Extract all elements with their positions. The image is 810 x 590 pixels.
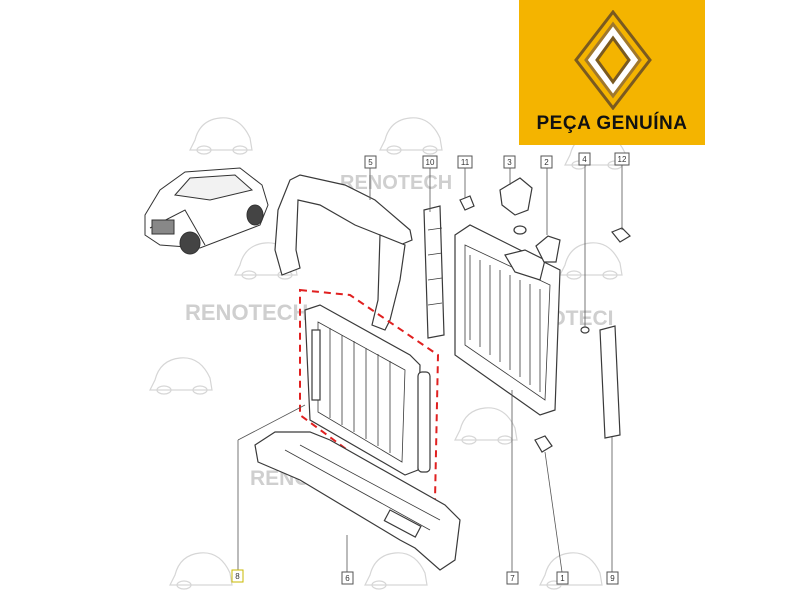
- condenser: [304, 304, 431, 476]
- leader-lines: [237, 165, 623, 573]
- svg-text:2: 2: [544, 158, 549, 167]
- renault-diamond-icon: [574, 10, 652, 110]
- callout-3: 3: [503, 155, 516, 169]
- side-seal-strip: [599, 325, 621, 439]
- callout-11: 11: [457, 155, 473, 169]
- svg-text:4: 4: [582, 155, 587, 164]
- air-deflector-lower: [254, 431, 461, 571]
- watermark-car-icons: [149, 117, 628, 590]
- callout-1: 1: [556, 571, 569, 585]
- svg-text:11: 11: [461, 158, 470, 167]
- air-deflector-upper: [274, 174, 413, 331]
- svg-text:1: 1: [560, 574, 565, 583]
- watermark-text: RENOTECH: [340, 172, 452, 194]
- callout-7: 7: [506, 571, 519, 585]
- callout-9: 9: [606, 571, 619, 585]
- genuine-part-badge: PEÇA GENUÍNA: [519, 0, 705, 145]
- svg-text:5: 5: [368, 158, 373, 167]
- svg-text:8: 8: [235, 572, 240, 581]
- bolt-part: [580, 326, 590, 334]
- watermark-text: RENOTECH: [185, 300, 308, 325]
- foam-seal-strip: [423, 205, 445, 339]
- svg-text:6: 6: [345, 574, 350, 583]
- svg-text:12: 12: [618, 155, 627, 164]
- callout-8: 8: [231, 569, 244, 583]
- vehicle-illustration: [144, 167, 269, 255]
- radiator: [454, 224, 561, 416]
- genuine-part-label: PEÇA GENUÍNA: [536, 113, 688, 134]
- radiator-bracket: [499, 177, 533, 235]
- svg-text:3: 3: [507, 158, 512, 167]
- clip-part: [459, 195, 475, 211]
- callout-5: 5: [364, 155, 377, 169]
- callout-12: 12: [614, 152, 630, 166]
- callout-10: 10: [422, 155, 438, 169]
- lower-mount: [534, 435, 553, 453]
- svg-text:10: 10: [426, 158, 435, 167]
- callout-4: 4: [578, 152, 591, 166]
- callouts: 5 10 11 3 2 4 12 8 6 7 1 9: [231, 152, 630, 585]
- callout-6: 6: [341, 571, 354, 585]
- rubber-mount: [611, 227, 631, 243]
- callout-2: 2: [540, 155, 553, 169]
- svg-text:9: 9: [610, 574, 615, 583]
- svg-text:7: 7: [510, 574, 515, 583]
